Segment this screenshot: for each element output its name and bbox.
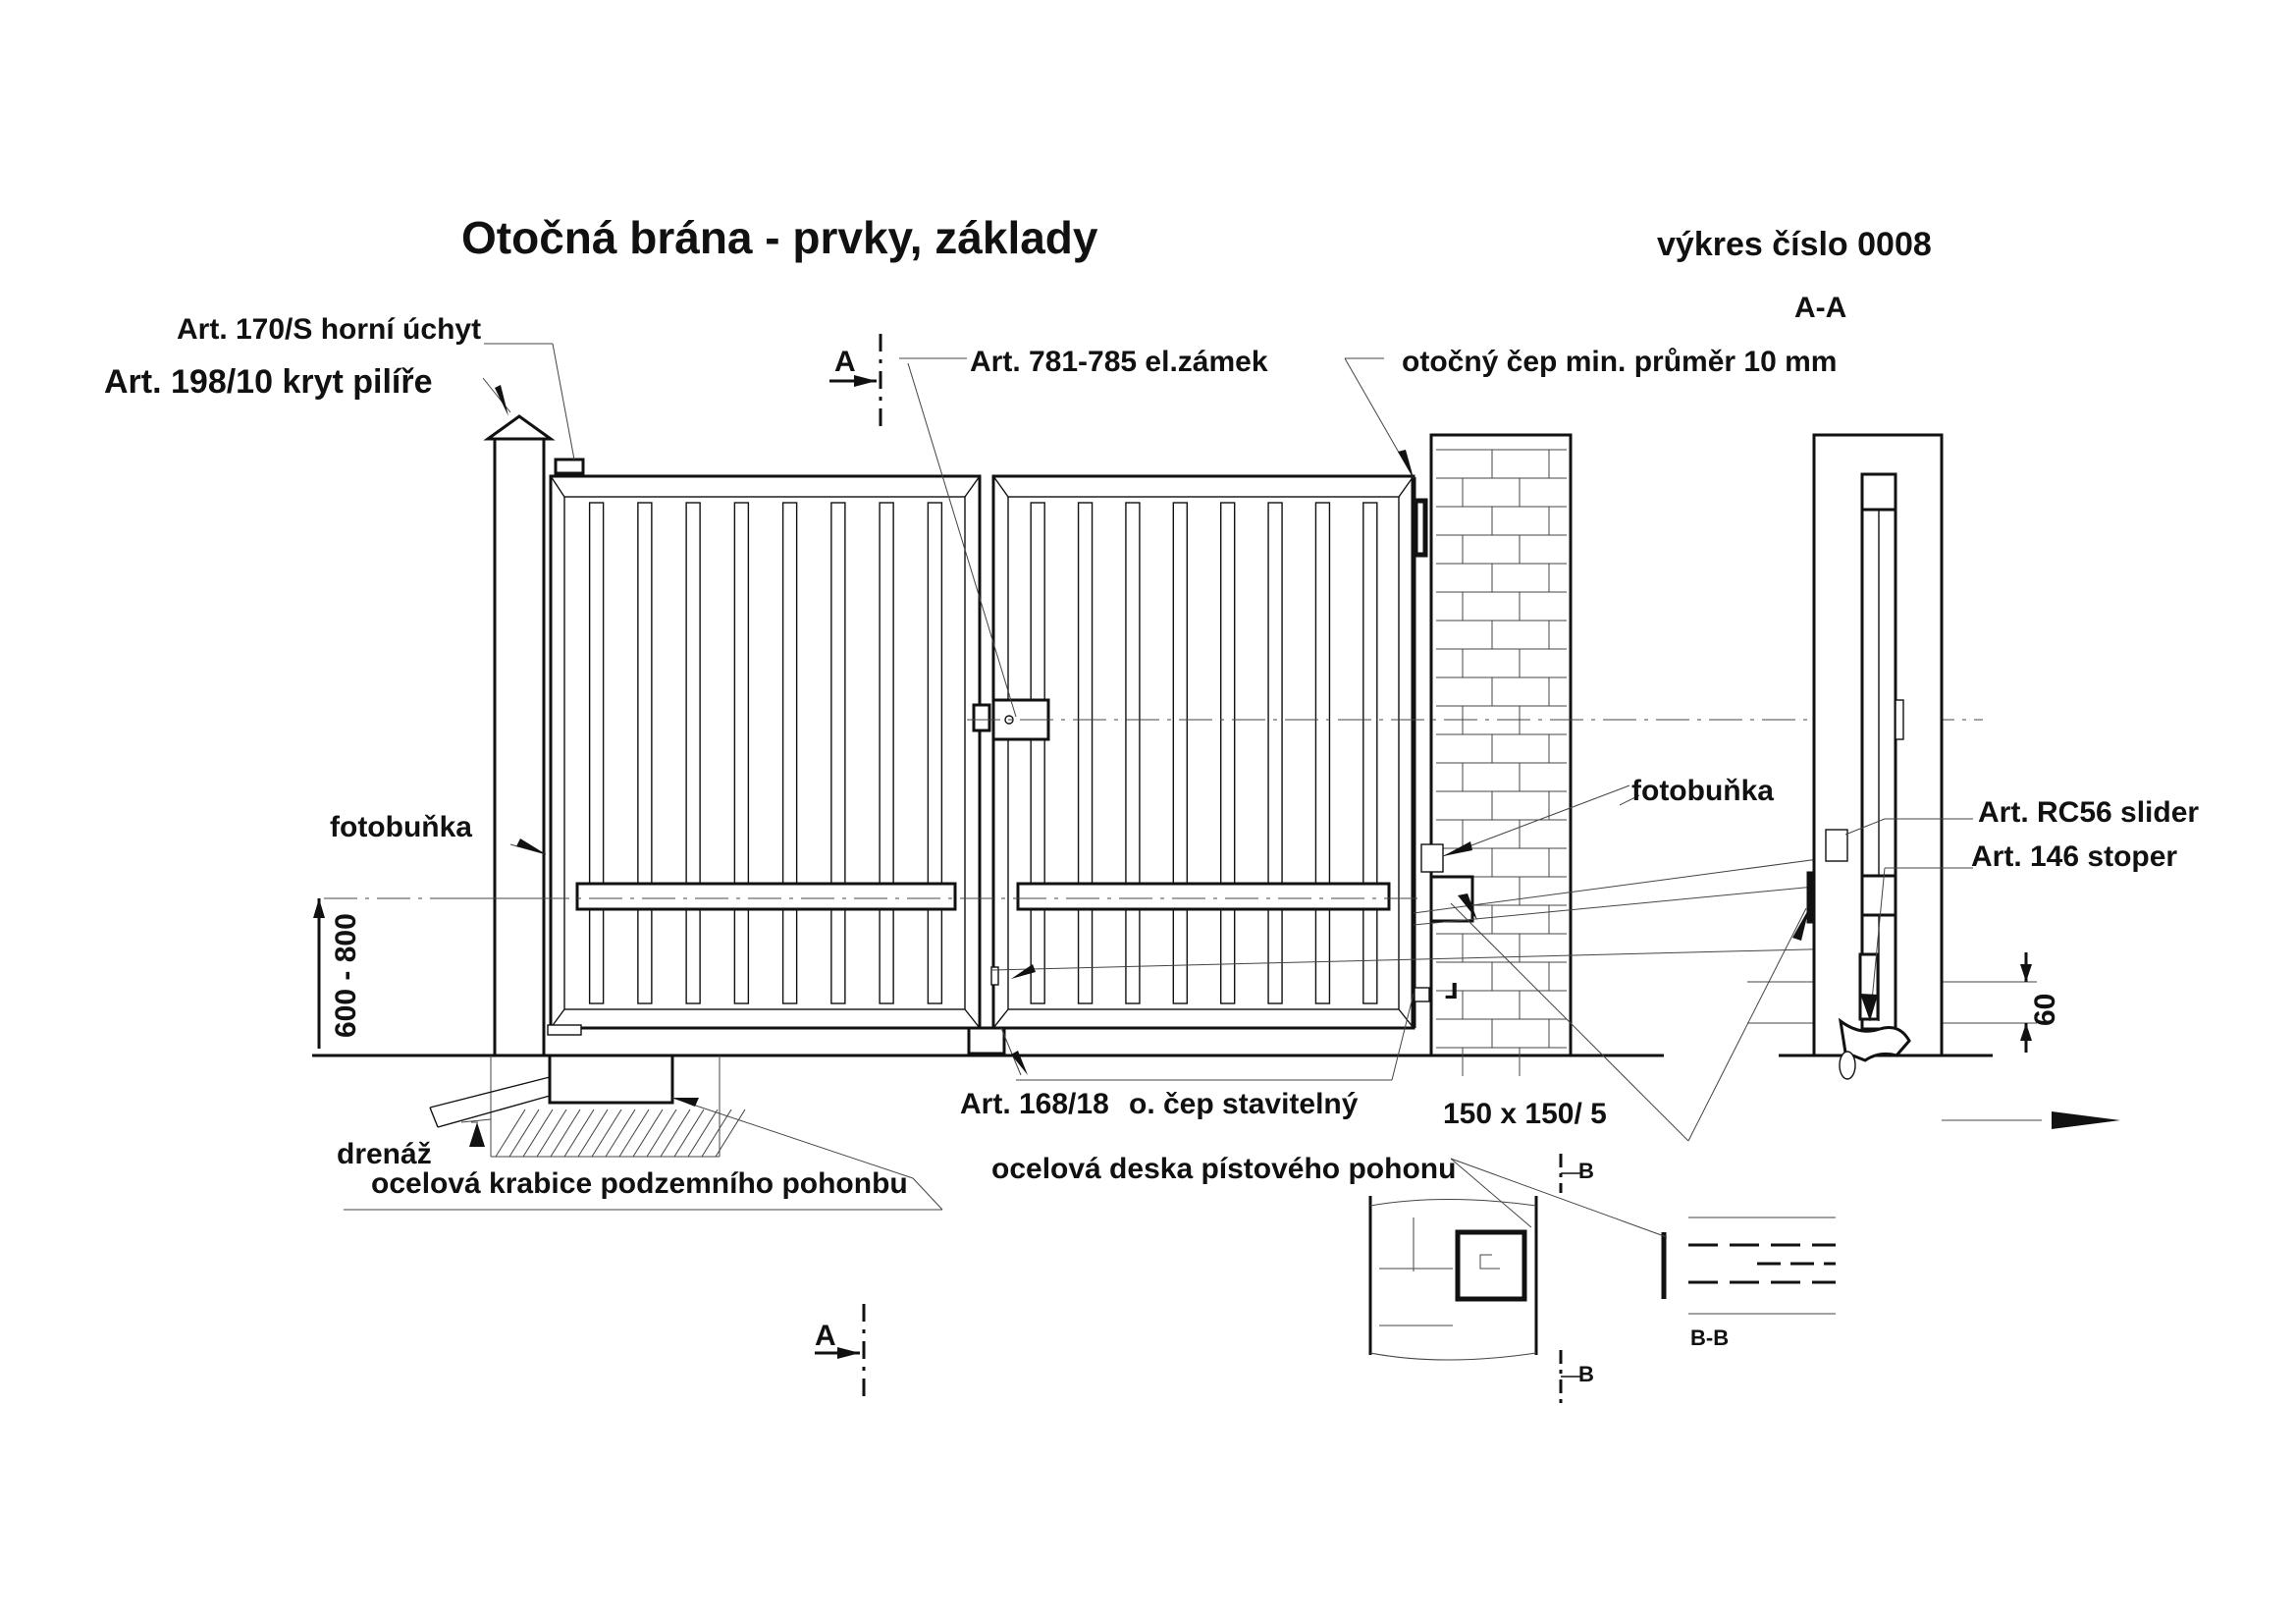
leader-lines	[344, 343, 2042, 1238]
left-leaf-slat	[588, 502, 605, 1004]
drainage-pipe	[429, 1076, 551, 1128]
pivot-bracket	[1413, 498, 1428, 558]
label-art-rc56: Art. RC56 slider	[1978, 796, 2199, 829]
left-leaf-slat	[637, 502, 653, 1004]
brick-pillar	[1429, 433, 1573, 1076]
label-art-168-18: Art. 168/18	[960, 1088, 1109, 1120]
floor-stopper	[967, 1026, 1006, 1055]
dimension-side-offset-label: 60	[2029, 994, 2061, 1026]
detail-bb	[1368, 1196, 1836, 1361]
label-section-b-top: B	[1578, 1159, 1594, 1183]
right-leaf-slat	[1030, 502, 1045, 1004]
label-art-198-10: Art. 198/10 kryt pilíře	[104, 363, 433, 401]
left-leaf-slat	[879, 502, 894, 1004]
left-leaf-slat	[733, 502, 750, 1004]
photocell-right	[1420, 843, 1444, 873]
ground-hatch	[563, 1109, 595, 1158]
ground-hatch	[646, 1109, 677, 1158]
label-section-b-bottom: B	[1578, 1362, 1594, 1386]
right-leaf-slat	[1077, 502, 1094, 1004]
underground-box	[490, 1054, 746, 1158]
label-section-bb: B-B	[1690, 1325, 1729, 1350]
ground-hatch	[536, 1109, 567, 1158]
right-leaf-slat	[1314, 502, 1331, 1004]
label-piston-plate: ocelová deska pístového pohonu	[991, 1153, 1456, 1185]
ground-hatch	[673, 1109, 705, 1158]
label-section-a-bottom: A	[815, 1320, 836, 1352]
ground-hatch	[550, 1109, 581, 1158]
right-gate-leaf	[991, 474, 1415, 1030]
label-art-146: Art. 146 stoper	[1971, 840, 2177, 873]
section-marker-a-bottom	[815, 1304, 866, 1399]
section-marker-b-bottom	[1559, 1350, 1580, 1404]
label-photocell-right: fotobuňka	[1631, 775, 1774, 807]
left-bottom-hinge	[547, 1024, 582, 1036]
label-drainage: drenáž	[337, 1138, 432, 1170]
dimension-height-label: 600 - 800	[330, 913, 362, 1038]
label-section-a-top: A	[834, 346, 856, 378]
right-leaf-slat	[1267, 502, 1283, 1004]
label-photocell-left: fotobuňka	[330, 811, 472, 843]
right-leaf-slat	[1125, 502, 1141, 1004]
ground-hatch	[687, 1109, 719, 1158]
left-leaf-slat	[927, 502, 943, 1004]
section-aa-view	[1806, 433, 1944, 1080]
upper-bracket	[554, 458, 585, 475]
drawing-title: Otočná brána - prvky, základy	[461, 212, 1098, 263]
section-marker-b-top	[1559, 1154, 1580, 1193]
ground-hatch	[715, 1109, 746, 1158]
adjustable-pivot	[1414, 987, 1430, 1002]
dimension-height	[313, 898, 325, 1049]
right-leaf-slat	[1219, 502, 1236, 1004]
right-leaf-slat	[1172, 502, 1189, 1004]
left-leaf-slat	[830, 502, 846, 1004]
ground-hatch	[660, 1109, 691, 1158]
ground-hatch	[495, 1109, 526, 1158]
label-plate-size: 150 x 150/ 5	[1443, 1098, 1607, 1130]
ground-hatch	[577, 1109, 609, 1158]
leader-arrows	[469, 385, 2120, 1147]
ground-hatch	[632, 1109, 664, 1158]
label-pivot: otočný čep min. průměr 10 mm	[1402, 346, 1837, 378]
label-adjustable-pivot: o. čep stavitelný	[1129, 1088, 1359, 1120]
left-gate-leaf	[549, 474, 982, 1030]
dimension-side-offset	[2020, 952, 2032, 1053]
left-pillar	[483, 414, 556, 1057]
section-marker-a-top	[829, 334, 882, 432]
ground-hatch	[508, 1109, 540, 1158]
axis-lines	[324, 719, 2037, 1024]
pivot-mark: ᒧ	[1445, 979, 1459, 1003]
ground-hatch	[605, 1109, 636, 1158]
left-leaf-slat	[781, 502, 798, 1004]
left-leaf-slat	[685, 502, 701, 1004]
ground-hatch	[522, 1109, 554, 1158]
label-art-170s: Art. 170/S horní úchyt	[177, 313, 481, 346]
ground-hatch	[701, 1109, 732, 1158]
drawing-number: výkres číslo 0008	[1657, 226, 1932, 263]
ground-hatch	[591, 1109, 622, 1158]
label-art-781-785: Art. 781-785 el.zámek	[970, 346, 1268, 378]
right-leaf-slat	[1362, 502, 1378, 1004]
ground-hatch	[618, 1109, 650, 1158]
drop-bolt	[990, 966, 999, 986]
label-steel-box: ocelová krabice podzemního pohonbu	[371, 1167, 908, 1200]
section-aa-title: A-A	[1794, 292, 1846, 324]
